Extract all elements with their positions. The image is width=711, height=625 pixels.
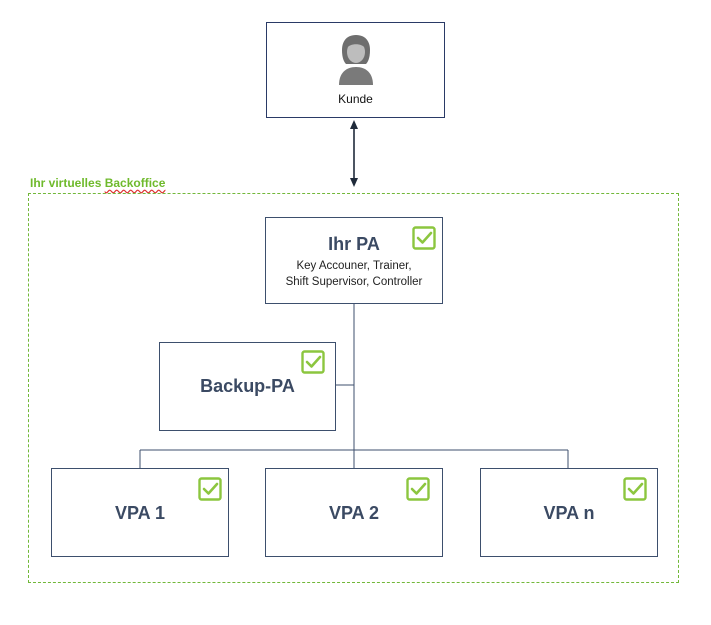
vpa-1-box: VPA 1 xyxy=(51,468,229,557)
checkbox-checked-icon xyxy=(623,477,647,501)
vpa-1-title: VPA 1 xyxy=(114,503,166,523)
customer-label: Kunde xyxy=(338,92,373,106)
pa-roles-line2: Shift Supervisor, Controller xyxy=(285,276,423,288)
arrow-head-down xyxy=(350,178,358,187)
group-label-underlined: Backoffice xyxy=(104,176,166,190)
pa-box: Ihr PA Key Accouner, Trainer, Shift Supe… xyxy=(265,217,443,304)
vpa-2-title: VPA 2 xyxy=(328,503,380,523)
pa-roles-line1: Key Accouner, Trainer, xyxy=(296,260,412,272)
backup-pa-title: Backup-PA xyxy=(200,376,295,396)
customer-box: Kunde xyxy=(266,22,445,118)
checkbox-checked-icon xyxy=(198,477,222,501)
arrow-head-up xyxy=(350,120,358,129)
person-icon xyxy=(339,35,373,85)
pa-title: Ihr PA xyxy=(328,234,380,254)
checkbox-checked-icon xyxy=(412,226,436,250)
vpa-n-title: VPA n xyxy=(543,503,595,523)
virtual-backoffice-group xyxy=(28,193,679,583)
group-label: Ihr virtuelles Backoffice xyxy=(30,176,165,190)
backup-pa-box: Backup-PA xyxy=(159,342,336,431)
checkbox-checked-icon xyxy=(301,350,325,374)
vpa-2-box: VPA 2 xyxy=(265,468,443,557)
vpa-n-box: VPA n xyxy=(480,468,658,557)
checkbox-checked-icon xyxy=(406,477,430,501)
group-label-prefix: Ihr virtuelles xyxy=(30,176,105,190)
